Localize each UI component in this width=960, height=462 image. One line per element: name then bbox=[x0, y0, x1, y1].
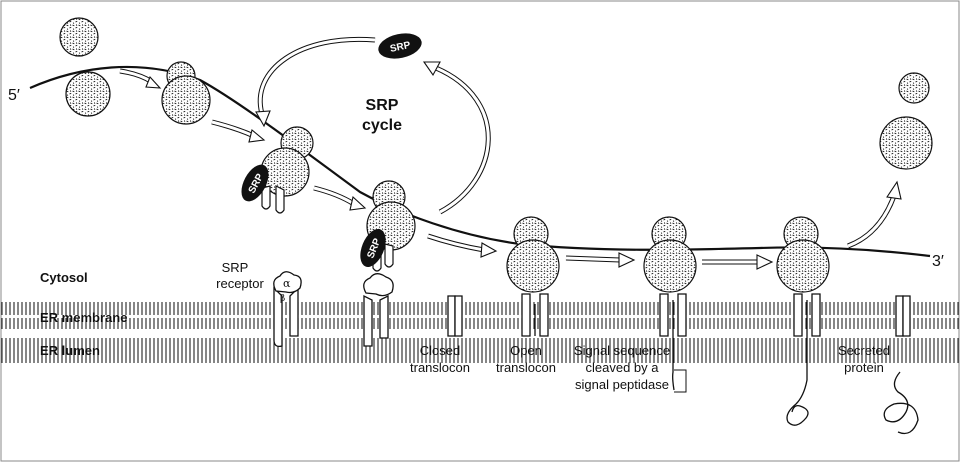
er-lumen-label: ER lumen bbox=[40, 343, 100, 358]
receptor-channel bbox=[273, 286, 299, 348]
srp-cycle-subtitle: cycle bbox=[362, 117, 402, 134]
secreted-protein-label-2: protein bbox=[844, 360, 884, 375]
free-small-subunit bbox=[59, 17, 99, 57]
srp-cycle-arrows bbox=[255, 36, 491, 215]
cytosol-label: Cytosol bbox=[40, 270, 88, 285]
srp-receptor bbox=[273, 271, 302, 294]
five-prime-label: 5′ bbox=[8, 87, 20, 104]
closed-translocon-label-2: translocon bbox=[410, 360, 470, 375]
cycle-arrow-bind bbox=[255, 36, 376, 128]
closed-translocon-channel bbox=[447, 295, 463, 337]
peptidase-bracket bbox=[674, 369, 687, 393]
signal-label-3: signal peptidase bbox=[575, 377, 669, 392]
srp-receptor-label-2: receptor bbox=[216, 276, 264, 291]
open-translocon-label-1: Open bbox=[510, 343, 542, 358]
ribosome-5-large bbox=[643, 239, 697, 293]
signal-label-1: Signal sequence bbox=[574, 343, 670, 358]
svg-text:SRP: SRP bbox=[389, 40, 412, 55]
arrow-5 bbox=[565, 252, 636, 268]
signal-translocon-channel bbox=[659, 293, 687, 337]
closed-translocon-label-1: Closed bbox=[420, 343, 460, 358]
free-large-subunit bbox=[65, 71, 111, 117]
secreted-protein-label-1: Secreted bbox=[838, 343, 890, 358]
polypeptide-chains bbox=[534, 300, 919, 435]
flow-arrows bbox=[119, 68, 902, 270]
final-translocon-channel bbox=[793, 293, 821, 337]
srp-particle-ribosome-3: SRP bbox=[360, 229, 386, 267]
srp-particle-top: SRP bbox=[378, 33, 422, 59]
srp-receptor-label-1: SRP bbox=[222, 260, 249, 275]
srp-bound-receptor bbox=[363, 273, 394, 297]
receptor-channel-2 bbox=[363, 294, 389, 347]
released-large-subunit bbox=[879, 116, 933, 170]
ribosome-4-large bbox=[506, 239, 560, 293]
srp-cycle-title: SRP bbox=[366, 97, 399, 114]
arrow-4 bbox=[427, 233, 498, 258]
released-small-subunit bbox=[898, 72, 930, 104]
arrow-release bbox=[847, 180, 902, 249]
receptor-beta: β bbox=[280, 294, 285, 304]
signal-label-2: cleaved by a bbox=[586, 360, 660, 375]
open-translocon-channel bbox=[521, 293, 549, 337]
receptor-alpha: α bbox=[283, 277, 291, 290]
arrow-2 bbox=[211, 119, 266, 143]
ribosome-1-large bbox=[161, 75, 211, 125]
cycle-arrow-return bbox=[422, 61, 491, 215]
arrow-1 bbox=[119, 68, 162, 89]
ribosome-6-large bbox=[776, 239, 830, 293]
secreted-closed-channel bbox=[895, 295, 911, 337]
open-translocon-label-2: translocon bbox=[496, 360, 556, 375]
arrow-3 bbox=[313, 185, 367, 211]
arrow-6 bbox=[702, 254, 774, 270]
ribosome-subunits bbox=[59, 17, 933, 293]
srp-particle-ribosome-2: SRP bbox=[241, 164, 269, 202]
er-membrane-label: ER membrane bbox=[40, 310, 127, 325]
three-prime-label: 3′ bbox=[932, 253, 944, 270]
